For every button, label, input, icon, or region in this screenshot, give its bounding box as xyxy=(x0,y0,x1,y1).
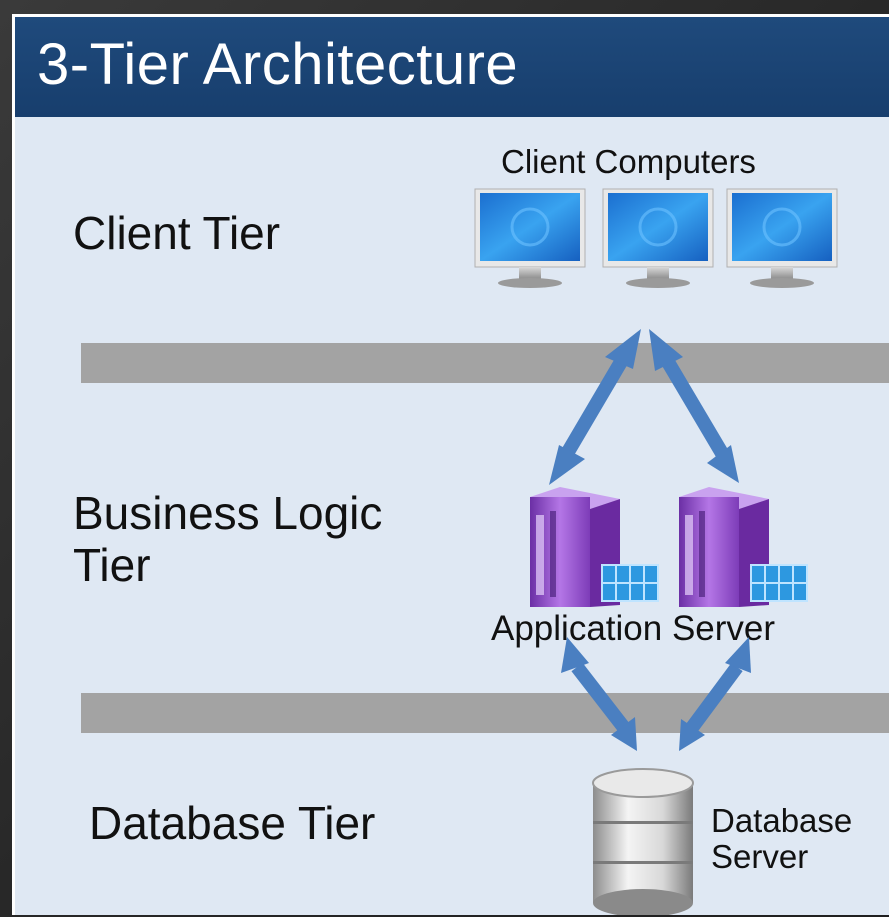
title-bar: 3-Tier Architecture xyxy=(15,17,889,117)
database-tier-label: Database Tier xyxy=(89,797,376,849)
database-icon xyxy=(592,768,694,915)
diagram-slide: 3-Tier Architecture Client Tier Business… xyxy=(12,14,889,915)
double-arrow-icon xyxy=(561,637,637,751)
diagram-artwork xyxy=(474,188,838,915)
monitor-icon xyxy=(602,188,714,288)
server-icon xyxy=(530,487,659,607)
client-tier-label: Client Tier xyxy=(73,207,281,259)
monitor-icon xyxy=(474,188,586,288)
double-arrow-icon xyxy=(649,329,739,483)
tier-divider-bottom xyxy=(81,693,889,733)
double-arrow-icon xyxy=(549,329,641,485)
client-computers-caption: Client Computers xyxy=(501,143,756,180)
business-logic-tier-label: Business Logic Tier xyxy=(73,487,383,591)
application-server-caption: Application Server xyxy=(491,609,776,648)
monitor-icon xyxy=(726,188,838,288)
database-server-caption: Database Server xyxy=(711,802,853,875)
double-arrow-icon xyxy=(679,637,751,751)
page-title: 3-Tier Architecture xyxy=(37,32,519,97)
server-icon xyxy=(679,487,808,607)
tier-divider-top xyxy=(81,343,889,383)
